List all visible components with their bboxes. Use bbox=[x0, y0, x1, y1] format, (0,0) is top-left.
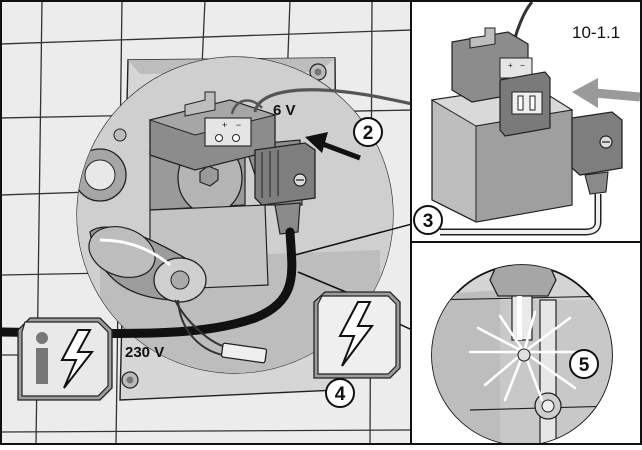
detail-plug bbox=[571, 111, 623, 176]
electrical-hazard-icon bbox=[313, 291, 401, 379]
low-voltage-label: 6 V bbox=[273, 102, 296, 119]
callout-4: 4 bbox=[325, 378, 355, 408]
detail-plus-symbol: + bbox=[508, 61, 513, 70]
callout-2: 2 bbox=[353, 117, 383, 147]
svg-text:2: 2 bbox=[363, 123, 374, 144]
detail-minus-symbol: − bbox=[520, 61, 525, 70]
info-electrical-warning-icon bbox=[17, 317, 113, 401]
terminal-connector bbox=[220, 342, 268, 364]
motor-cylinder bbox=[88, 226, 207, 303]
svg-text:3: 3 bbox=[423, 211, 434, 232]
terminal-block bbox=[204, 117, 252, 147]
plug-connector bbox=[254, 142, 316, 206]
main-scene: + − bbox=[2, 2, 410, 443]
mains-voltage-label: 230 V bbox=[125, 344, 164, 361]
detail-insertion-arrow-icon bbox=[572, 78, 640, 108]
terminal-plus-symbol: + bbox=[222, 120, 227, 130]
svg-text:5: 5 bbox=[579, 355, 590, 376]
callout-5: 5 bbox=[569, 349, 599, 379]
callout-line-3 bbox=[294, 223, 410, 256]
connector-detail-panel: 10-1.1 + − bbox=[411, 2, 640, 243]
terminal-minus-symbol: − bbox=[236, 120, 241, 130]
figure-id: 10-1.1 bbox=[572, 23, 620, 42]
svg-text:4: 4 bbox=[335, 384, 346, 405]
callout-3: 3 bbox=[413, 205, 443, 235]
insertion-arrow-icon bbox=[305, 132, 361, 161]
spark-detail-panel: 5 bbox=[411, 243, 640, 446]
